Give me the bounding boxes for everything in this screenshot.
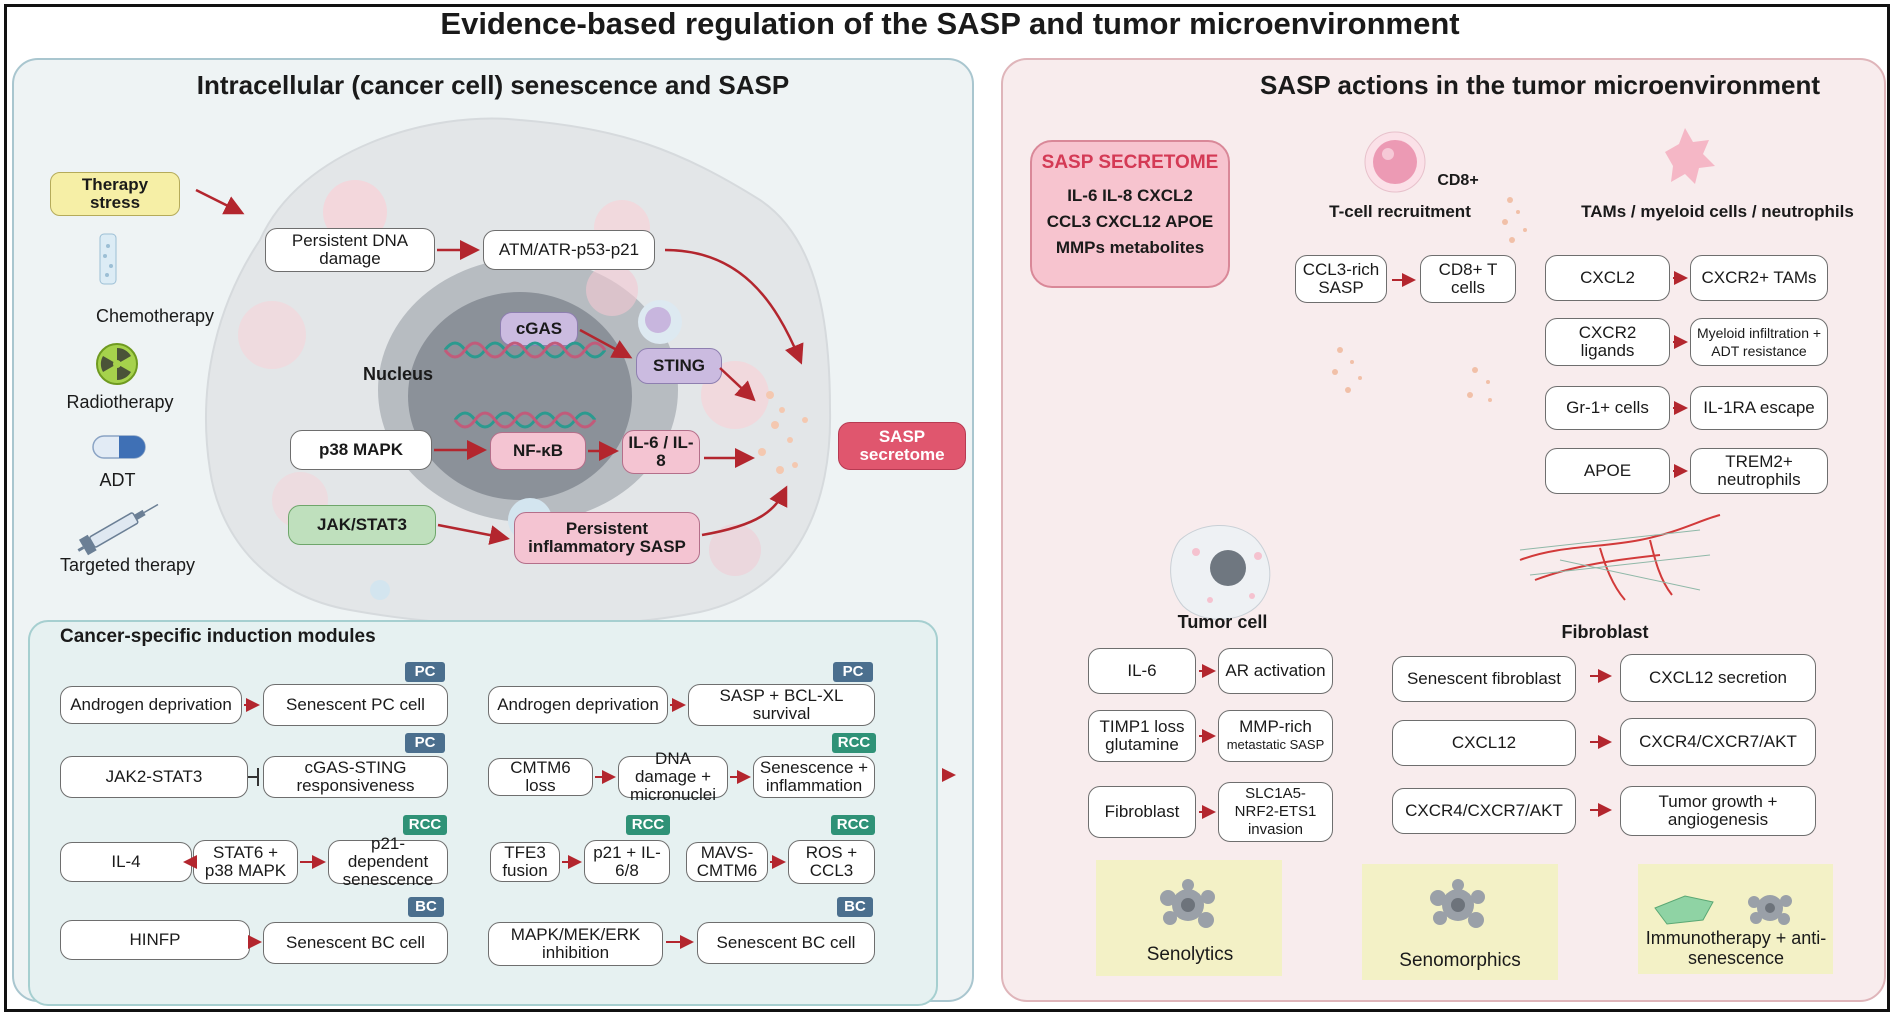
tag-bc-2: BC	[837, 897, 873, 917]
module-androgen-deprivation-2: Androgen deprivation	[488, 686, 668, 724]
tumor-cell-title: Tumor cell	[1177, 612, 1268, 632]
senolytics-label: Senolytics	[1146, 944, 1234, 965]
tag-rcc-2: RCC	[403, 815, 447, 835]
radiation-icon	[96, 343, 138, 385]
module-mavs-cmtm6: MAVS-CMTM6	[686, 842, 768, 882]
node-il6-il8: IL-6 / IL-8	[622, 430, 700, 474]
secretome-line-1: IL-6 IL-8 CXCL2	[1067, 186, 1193, 205]
tag-pc-2: PC	[833, 662, 873, 682]
syringe-icon	[77, 503, 159, 556]
node-atm-atr-p53-p21: ATM/ATR-p53-p21	[483, 230, 655, 270]
tumor-b-2: MMP-rich metastatic SASP	[1218, 710, 1333, 762]
module-cmtm6-loss: CMTM6 loss	[488, 758, 593, 796]
module-mapk-mek-erk: MAPK/MEK/ERK inhibition	[488, 922, 663, 966]
fib-a-3: CXCR4/CXCR7/AKT	[1392, 788, 1576, 834]
tumor-a-2: TIMP1 loss glutamine	[1088, 710, 1196, 762]
myeloid-a-3: Gr-1+ cells	[1545, 386, 1670, 430]
module-tfe3-fusion: TFE3 fusion	[490, 842, 560, 882]
myeloid-b-3: IL-1RA escape	[1690, 386, 1828, 430]
tag-rcc-3: RCC	[626, 815, 670, 835]
module-senescent-bc-cell-1: Senescent BC cell	[263, 922, 448, 964]
myeloid-b-1: CXCR2+ TAMs	[1690, 255, 1828, 301]
fib-b-2: CXCR4/CXCR7/AKT	[1620, 718, 1816, 766]
secretome-line-2: CCL3 CXCL12 APOE	[1046, 212, 1214, 231]
module-sasp-bclxl: SASP + BCL-XL survival	[688, 684, 875, 726]
node-persistent-inflammatory-sasp: Persistent inflammatory SASP	[514, 512, 700, 564]
cd8-label: CD8+	[1437, 172, 1479, 189]
module-jak2-stat3: JAK2-STAT3	[60, 756, 248, 798]
module-senescent-bc-cell-2: Senescent BC cell	[697, 922, 875, 964]
module-ros-ccl3: ROS + CCL3	[788, 840, 875, 884]
tumor-b-1: AR activation	[1218, 648, 1333, 694]
module-il4: IL-4	[60, 842, 192, 882]
nucleus-label: Nucleus	[362, 364, 434, 384]
capsule-icon	[92, 435, 146, 459]
node-jak-stat3: JAK/STAT3	[288, 505, 436, 545]
module-senescent-pc-cell: Senescent PC cell	[263, 684, 448, 726]
therapy-label-radiotherapy: Radiotherapy	[66, 392, 174, 412]
myeloid-a-4: APOE	[1545, 448, 1670, 494]
node-sasp-secretome: SASP secretome	[838, 422, 966, 470]
module-hinfp: HINFP	[60, 920, 250, 960]
figure-title: Evidence-based regulation of the SASP an…	[440, 6, 1460, 41]
tc-ccl3-rich-sasp: CCL3-rich SASP	[1295, 255, 1387, 303]
tumor-b-2-line-2: metastatic SASP	[1226, 737, 1325, 752]
therapy-label-targeted: Targeted therapy	[59, 555, 196, 575]
module-p21-senescence: p21-dependent senescence	[328, 835, 448, 889]
myeloid-b-4: TREM2+ neutrophils	[1690, 448, 1828, 494]
fib-b-1: CXCL12 secretion	[1620, 654, 1816, 702]
tumor-b-3: SLC1A5-NRF2-ETS1 invasion	[1218, 782, 1333, 842]
tumor-b-2-line-1: MMP-rich	[1239, 717, 1312, 736]
sasp-secretome-card	[1030, 140, 1230, 288]
node-nf-kb: NF-κB	[490, 432, 586, 470]
secretome-line-3: MMPs metabolites	[1055, 238, 1205, 257]
tumor-a-1: IL-6	[1088, 648, 1196, 694]
fib-a-2: CXCL12	[1392, 720, 1576, 766]
myeloid-a-2: CXCR2 ligands	[1545, 318, 1670, 366]
t-cell-recruitment-title: T-cell recruitment	[1329, 202, 1471, 221]
therapy-label-chemotherapy: Chemotherapy	[95, 306, 215, 326]
tme-panel-title: SASP actions in the tumor microenvironme…	[1259, 70, 1821, 100]
tc-cd8-t-cells: CD8+ T cells	[1420, 255, 1516, 303]
tumor-a-3: Fibroblast	[1088, 786, 1196, 838]
module-androgen-deprivation-1: Androgen deprivation	[60, 686, 242, 724]
node-sting: STING	[636, 348, 722, 384]
myeloid-b-2: Myeloid infiltration + ADT resistance	[1690, 318, 1828, 366]
tag-pc-3: PC	[405, 733, 445, 753]
senomorphics-label: Senomorphics	[1399, 950, 1521, 971]
module-cgas-sting-responsiveness: cGAS-STING responsiveness	[263, 756, 448, 798]
intracellular-panel-title: Intracellular (cancer cell) senescence a…	[196, 70, 790, 100]
fibroblast-title: Fibroblast	[1561, 622, 1649, 642]
tag-bc-1: BC	[408, 897, 444, 917]
module-stat6-p38: STAT6 + p38 MAPK	[193, 840, 298, 884]
therapy-label-adt: ADT	[99, 470, 136, 490]
module-p21-il68: p21 + IL-6/8	[584, 840, 670, 884]
tag-pc-1: PC	[405, 662, 445, 682]
tag-rcc-1: RCC	[832, 733, 876, 753]
therapy-stress-box: Therapy stress	[50, 172, 180, 216]
node-p38-mapk: p38 MAPK	[290, 430, 432, 470]
immunotherapy-label: Immunotherapy + anti-senescence	[1645, 928, 1827, 968]
modules-title: Cancer-specific induction modules	[60, 626, 376, 647]
tag-rcc-4: RCC	[831, 815, 875, 835]
myeloid-a-1: CXCL2	[1545, 255, 1670, 301]
tams-title: TAMs / myeloid cells / neutrophils	[1581, 202, 1854, 221]
chemotherapy-icon	[99, 233, 117, 285]
module-senescence-inflammation: Senescence + inflammation	[753, 756, 875, 798]
figure-frame	[4, 4, 1890, 1012]
node-cgas: cGAS	[500, 312, 578, 346]
secretome-heading: SASP SECRETOME	[1041, 152, 1219, 173]
fib-b-3: Tumor growth + angiogenesis	[1620, 786, 1816, 836]
node-persistent-dna-damage: Persistent DNA damage	[265, 228, 435, 272]
fib-a-1: Senescent fibroblast	[1392, 656, 1576, 702]
